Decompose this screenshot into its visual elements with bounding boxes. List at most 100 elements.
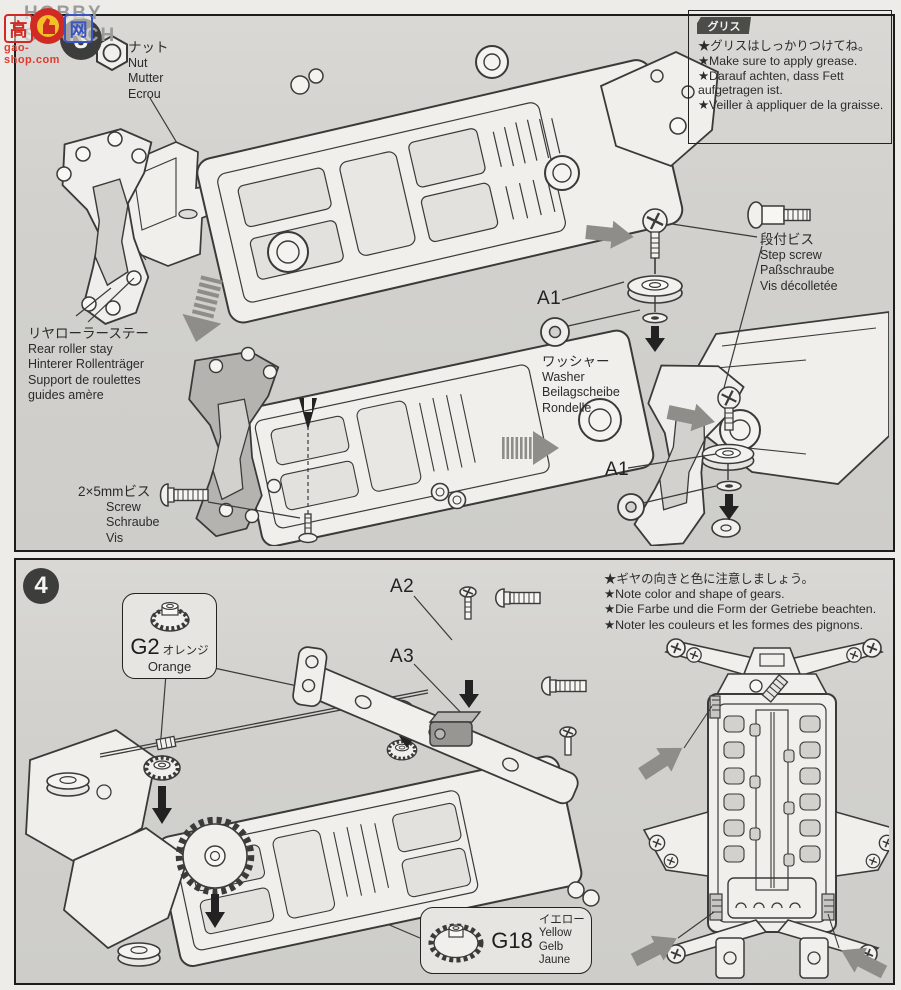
note-ja: ★ギヤの向きと色に注意しましょう。 [604,572,814,586]
grease-tube-icon: グリス [697,17,751,34]
thumb-up-icon [30,8,66,44]
step4-diagram [25,586,889,979]
screw-from-below [298,513,318,544]
roller-assembly-upper [627,207,683,352]
grease-note-de2: aufgetragen ist. [698,83,783,98]
rear-stay-label: リヤローラーステー Rear roller stay Hinterer Roll… [28,326,149,404]
nut-label-de: Mutter [128,71,164,85]
exploded-chassis [25,689,600,967]
step-screw-leader-1 [671,223,758,238]
next-step-arrow [502,431,559,465]
g2-part-box: G2 オレンジ Orange [122,593,217,679]
part-ref-a1-lower: A1 [605,459,630,480]
grease-notes: ★グリスはしっかりつけてね。 ★Make sure to apply greas… [698,39,883,113]
washer-de: Beilagscheibe [542,385,620,399]
assemble-down-arrow [182,275,223,343]
washer-icon-lower [617,493,645,521]
step-screw-en: Step screw [760,247,822,262]
a1-upper-leader [561,281,625,301]
watermark-logo-left: 高 [4,14,33,43]
step4-badge: 4 [23,568,59,604]
washer-label: ワッシャー Washer Beilagscheibe Rondelle [542,354,620,416]
step-screw-fr: Vis décolletée [760,278,838,293]
stay-leader-line [87,277,135,323]
g18-color-en: Yellow [538,927,572,939]
crown-gear-right [385,738,419,762]
screw-2x5-icon [159,483,209,507]
screw-h2 [541,676,587,696]
screw-2x5-ja: 2×5mmビス [78,484,151,499]
washer-icon-upper [540,317,570,347]
step-screw-ja: 段付ビス [760,232,814,247]
step-screw-leader-2 [723,245,763,389]
note-fr: ★Noter les couleurs et les formes des pi… [604,617,864,632]
step-screw-label: 段付ビス Step screw Paßschraube Vis décollet… [760,232,838,294]
screw-2x5-label: 2×5mmビス Screw Schraube Vis [78,484,160,546]
g2-color-en: Orange [147,659,192,675]
spur-gear-icon [428,923,484,962]
grease-arrow-top [634,736,690,786]
washer-ja: ワッシャー [542,354,610,369]
rear-stay-de: Hinterer Rollenträger [28,357,145,371]
gear-cover-part [119,141,233,267]
g18-part-box: G18 イエロー Yellow Gelb Jaune [420,907,592,974]
washer-upper-leader [567,309,641,327]
washer-lower-leader [642,485,717,504]
lower-chassis [174,329,655,546]
note-de: ★Die Farbe und die Form der Getriebe bea… [604,602,877,617]
spur-gear-g18 [175,816,255,896]
screw-leader-line [207,501,301,519]
step-screw-icon [747,201,811,229]
grease-note-ja: ★グリスはしっかりつけてね。 [698,39,871,53]
grease-note-de1: ★Darauf achten, dass Fett [698,68,844,83]
grease-note-en: ★Make sure to apply grease. [698,53,858,68]
step3-panel: 3 グリス ★グリスはしっかりつけてね。 ★Make sure to apply… [14,10,895,552]
grease-tag-label: グリス [707,20,741,33]
watermark-logo-right: 网 [64,14,93,43]
g2-code: G2 [130,634,160,660]
step4-panel: 4 G2 オレンジ Orange [14,558,895,985]
crown-gear-icon [149,602,190,632]
step-screw-de: Paßschraube [760,263,835,277]
screw-2x5-de: Schraube [106,515,160,529]
a1-lower-leader [627,453,717,469]
rear-stay-fr2: guides amère [28,388,104,402]
a2-leader [413,595,453,641]
g2-color-ja: オレンジ [162,645,209,658]
g18-color-fr: Jaune [538,954,571,966]
screw-a2-vertical [459,586,477,620]
rear-stay-fr1: Support de roulettes [28,372,141,387]
screw-2x5-fr: Vis [106,530,124,545]
g18-colors: イエロー Yellow Gelb Jaune [539,914,585,968]
a3-leader [413,663,469,721]
rear-stay-en: Rear roller stay [28,341,113,356]
g2-leader-1 [159,673,167,751]
grease-note-box: グリス ★グリスはしっかりつけてね。 ★Make sure to apply g… [688,10,892,144]
washer-fr: Rondelle [542,400,592,415]
crown-gear-left [144,756,180,780]
rear-stay-ja: リヤローラーステー [28,326,149,341]
roller-assembly-lower [701,385,755,520]
nut-label: ナット Nut Mutter Ecrou [128,40,169,102]
nut-label-fr: Ecrou [128,86,161,101]
step4-notes: ★ギヤの向きと色に注意しましょう。 ★Note color and shape … [604,572,876,633]
rear-stay-arm [292,646,579,805]
screw-2x5-en: Screw [106,499,141,514]
washer-en: Washer [542,369,585,384]
watermark-domain: gao-shop.com [4,42,60,66]
screw-h1 [495,588,541,608]
g18-color-ja: イエロー [538,913,585,926]
g18-code: G18 [491,927,533,953]
nut-leader-line [149,97,181,149]
screw-v2 [559,726,577,756]
part-ref-a2: A2 [390,576,415,597]
g18-color-de: Gelb [538,940,564,953]
note-en: ★Note color and shape of gears. [604,587,785,602]
step3-diagram [56,34,889,546]
nut-label-ja: ナット [128,40,169,55]
part-ref-a1-upper: A1 [537,288,562,309]
assembled-chassis-top-view [627,638,889,979]
nut-label-en: Nut [128,55,148,70]
grease-note-fr: ★Veiller à appliquer de la graisse. [698,98,884,113]
